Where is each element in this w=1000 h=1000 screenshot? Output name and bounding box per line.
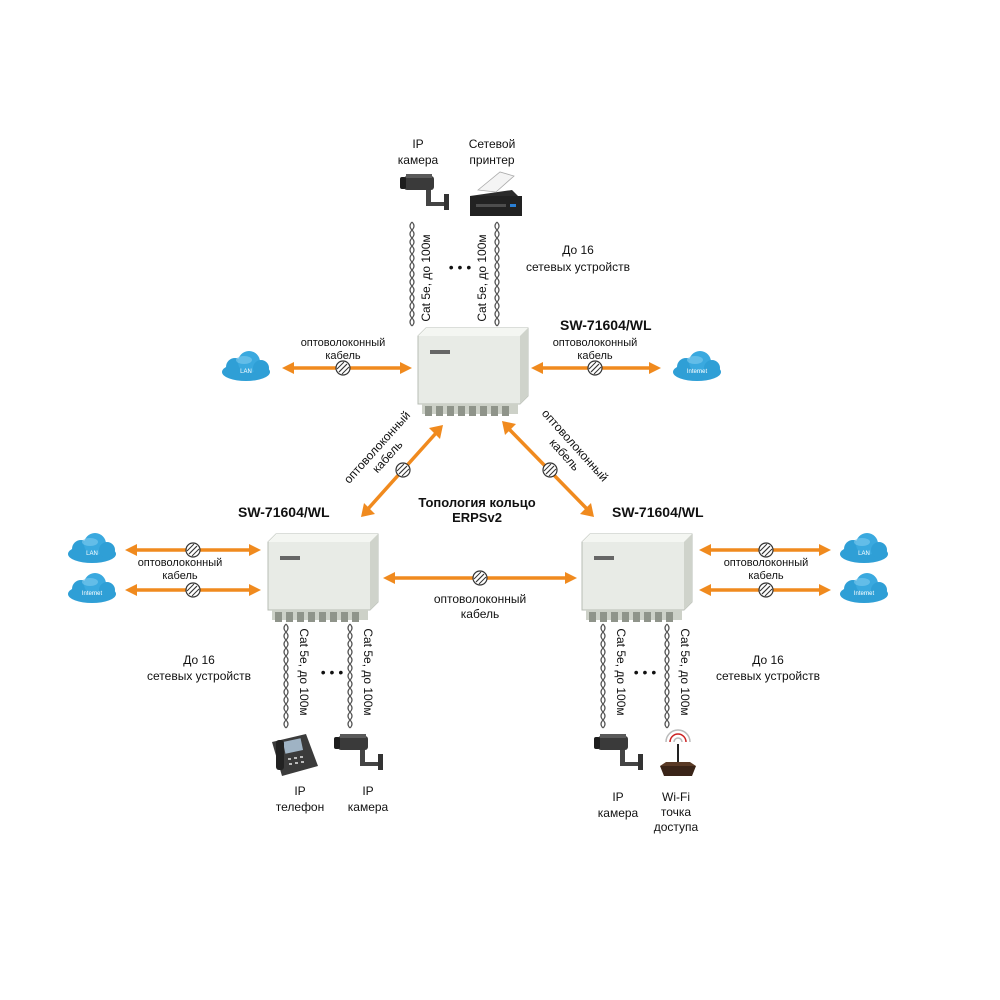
device-label: камера (348, 800, 389, 814)
cloud-icon: Internet (840, 573, 888, 603)
device-count-label: сетевых устройств (526, 260, 630, 274)
device-label: камера (398, 153, 439, 167)
switch-model-label: SW-71604/WL (612, 504, 704, 520)
fiber-coil-icon (587, 360, 603, 376)
cable-label: Cat 5e, до 100м (361, 628, 375, 715)
cloud-icon: LAN (222, 351, 270, 381)
fiber-label: кабель (325, 350, 361, 362)
fiber-coil-icon (335, 360, 351, 376)
device-label: Сетевой (469, 137, 516, 151)
switch-model-label: SW-71604/WL (238, 504, 330, 520)
fiber-label: оптоволоконный (724, 557, 809, 569)
switch-top: SW-71604/WL (417, 317, 652, 417)
industrial-switch-icon (417, 327, 529, 417)
cloud-icon: Internet (68, 573, 116, 603)
switch-left: SW-71604/WL (238, 504, 379, 623)
cable-label: Cat 5e, до 100м (297, 628, 311, 715)
ellipsis: • • • (634, 664, 657, 680)
cable-right-1 (600, 623, 606, 729)
device-label: доступа (654, 820, 699, 834)
cloud-icon: Internet (673, 351, 721, 381)
cable-label: Cat 5e, до 100м (419, 234, 433, 321)
fiber-label: кабель (162, 570, 198, 582)
ellipsis: • • • (321, 664, 344, 680)
cloud-lan-label: LAN (858, 551, 870, 557)
device-right-camera: IP камера (594, 734, 643, 820)
cable-top-left (409, 221, 415, 327)
printer-icon (470, 171, 522, 216)
fiber-label: оптоволоконный (434, 592, 526, 606)
switch-right: SW-71604/WL (581, 504, 704, 623)
fiber-label: оптоволоконный (138, 557, 223, 569)
fiber-coil-icon (758, 582, 774, 598)
cloud-lan-label: LAN (86, 551, 98, 557)
cable-label: Cat 5e, до 100м (614, 628, 628, 715)
fiber-label: оптоволоконный (301, 337, 386, 349)
topology-subtitle: ERPSv2 (452, 510, 502, 525)
cloud-internet-label: Internet (854, 591, 875, 597)
device-wifi: Wi-Fi точка доступа (654, 729, 699, 834)
fiber-label: кабель (577, 350, 613, 362)
fiber-label: кабель (461, 607, 499, 621)
cable-left-1 (283, 623, 289, 729)
fiber-label: кабель (748, 570, 784, 582)
device-count-label: сетевых устройств (147, 669, 251, 683)
cable-left-2 (347, 623, 353, 729)
switch-model-label: SW-71604/WL (560, 317, 652, 333)
device-label: точка (661, 805, 692, 819)
cloud-icon: LAN (840, 533, 888, 563)
fiber-coil-icon (758, 542, 774, 558)
fiber-coil-icon (542, 462, 558, 478)
cable-top-right (494, 221, 500, 327)
fiber-label: оптоволоконный (553, 337, 638, 349)
device-count-label: До 16 (752, 653, 784, 667)
device-label: Wi-Fi (662, 790, 690, 804)
fiber-coil-icon (185, 542, 201, 558)
device-label: IP (294, 784, 305, 798)
cable-label: Cat 5e, до 100м (475, 234, 489, 321)
ellipsis: • • • (449, 259, 472, 275)
ip-camera-icon (594, 734, 643, 770)
cloud-lan-label: LAN (240, 369, 252, 375)
device-count-label: До 16 (562, 243, 594, 257)
device-label: телефон (276, 800, 325, 814)
industrial-switch-icon (581, 533, 693, 623)
cloud-internet-label: Internet (687, 369, 708, 375)
cloud-icon: LAN (68, 533, 116, 563)
device-count-label: До 16 (183, 653, 215, 667)
cable-label: Cat 5e, до 100м (678, 628, 692, 715)
ip-camera-icon (400, 174, 449, 210)
industrial-switch-icon (267, 533, 379, 623)
device-label: камера (598, 806, 639, 820)
device-label: IP (362, 784, 373, 798)
device-label: IP (412, 137, 423, 151)
twisted-pair-cables (283, 221, 670, 729)
cable-labels: Cat 5e, до 100м Cat 5e, до 100м Cat 5e, … (297, 234, 692, 715)
fiber-coil-icon (185, 582, 201, 598)
topology-title: Топология кольцо (418, 495, 535, 510)
device-printer: Сетевой принтер (469, 137, 522, 216)
device-phone: IP телефон (272, 734, 324, 814)
fiber-coil-icon (472, 570, 488, 586)
device-top-camera: IP камера (398, 137, 449, 210)
clouds: LAN Internet LAN Internet LAN Internet (68, 351, 888, 603)
device-label: принтер (469, 153, 515, 167)
wifi-access-point-icon (660, 729, 696, 776)
cable-right-2 (664, 623, 670, 729)
device-left-camera: IP камера (334, 734, 389, 814)
device-count-label: сетевых устройств (716, 669, 820, 683)
ip-camera-icon (334, 734, 383, 770)
cloud-internet-label: Internet (82, 591, 103, 597)
device-label: IP (612, 790, 623, 804)
ip-phone-icon (272, 734, 318, 776)
fiber-coil-icon (395, 462, 411, 478)
